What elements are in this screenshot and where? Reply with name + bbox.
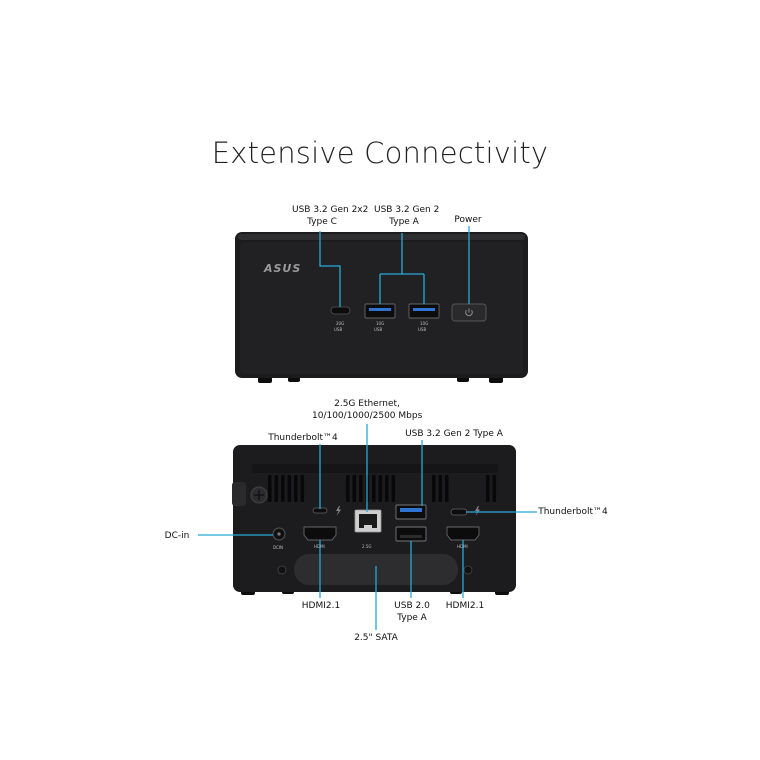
callout-power-line-1: Power bbox=[454, 215, 482, 225]
vent-slot bbox=[385, 475, 389, 502]
front-usb-a-port-1-tongue bbox=[369, 308, 391, 311]
callout-usb-c-line-1: USB 3.2 Gen 2x2 bbox=[292, 205, 369, 215]
callout-thunderbolt-right: Thunderbolt™4 bbox=[538, 506, 608, 518]
front-usb-c-port bbox=[330, 306, 351, 315]
vent-slot bbox=[281, 475, 285, 502]
rear-vents bbox=[268, 475, 497, 502]
thunderbolt-left-icon bbox=[336, 506, 341, 516]
front-usb-a1-label-1: 10G bbox=[376, 321, 384, 326]
callout-hdmi-left-line-1: HDMI2.1 bbox=[301, 601, 341, 611]
ethernet-label: 2.5G bbox=[362, 544, 371, 549]
thunderbolt-right-port bbox=[450, 508, 468, 516]
hdmi-left-port bbox=[303, 526, 337, 541]
rear-cover-screw bbox=[463, 565, 473, 575]
callout-ethernet-line-2: 10/100/1000/2500 Mbps bbox=[312, 411, 423, 421]
vent-slot bbox=[294, 475, 298, 502]
front-top-edge bbox=[238, 234, 525, 240]
front-usb-a2-label-1: 10G bbox=[420, 321, 428, 326]
vent-slot bbox=[378, 475, 383, 502]
vent-slot bbox=[300, 475, 305, 502]
callout-dc-in-line-1: DC-in bbox=[164, 531, 190, 541]
vent-slot bbox=[352, 475, 357, 502]
ethernet-jack bbox=[359, 514, 377, 528]
callout-hdmi-right: HDMI2.1 bbox=[442, 600, 488, 612]
callout-usb-a: USB 3.2 Gen 2 Type A bbox=[374, 204, 440, 228]
power-icon bbox=[465, 308, 473, 317]
asus-logo: ASUS bbox=[263, 262, 301, 275]
dc-in-pin bbox=[277, 532, 281, 536]
callout-power: Power bbox=[448, 214, 488, 226]
thunderbolt-right-icon bbox=[475, 506, 480, 516]
vent-slot bbox=[438, 475, 443, 502]
callout-usb-a-rear: USB 3.2 Gen 2 Type A bbox=[404, 428, 504, 440]
front-usb-c-label-2: USB bbox=[334, 327, 342, 332]
front-usb-a-port-2-tongue bbox=[413, 308, 435, 311]
vent-slot bbox=[486, 475, 490, 502]
callout-usb20: USB 2.0 Type A bbox=[392, 600, 432, 624]
callout-hdmi-right-line-1: HDMI2.1 bbox=[445, 601, 485, 611]
vent-slot bbox=[274, 475, 279, 502]
usb20-tongue bbox=[400, 535, 422, 538]
rear-latch-tab bbox=[232, 482, 246, 506]
usb-a-callout-line bbox=[379, 233, 425, 304]
callout-usb-a-rear-line-1: USB 3.2 Gen 2 Type A bbox=[405, 429, 503, 439]
callout-usb20-line-1: USB 2.0 bbox=[394, 601, 430, 611]
callout-usb-a-line-2: Type A bbox=[389, 217, 419, 227]
callout-hdmi-left: HDMI2.1 bbox=[298, 600, 344, 612]
callout-ethernet-line-1: 2.5G Ethernet, bbox=[334, 399, 400, 409]
front-view: ASUS 20G USB 10G USB 10G USB bbox=[235, 226, 528, 383]
rear-screw-slot bbox=[254, 490, 264, 500]
vent-slot bbox=[359, 475, 363, 502]
callout-usb-c-line-2: Type C bbox=[307, 217, 337, 227]
page-title: Extensive Connectivity bbox=[211, 136, 549, 170]
rear-cover-screw bbox=[277, 565, 287, 575]
vent-slot bbox=[346, 475, 350, 502]
callout-sata: 2.5" SATA bbox=[346, 632, 406, 644]
vent-slot bbox=[372, 475, 376, 502]
vent-slot bbox=[391, 475, 396, 502]
callout-dc-in: DC-in bbox=[160, 530, 194, 542]
rear-callout-lines bbox=[198, 424, 537, 630]
vent-slot bbox=[432, 475, 436, 502]
ethernet-latch bbox=[364, 525, 372, 530]
dc-in-label: DCIN bbox=[273, 545, 283, 550]
front-callout-lines bbox=[319, 226, 470, 307]
front-usb-a2-label-2: USB bbox=[418, 327, 426, 332]
callout-thunderbolt-left-line-1: Thunderbolt™4 bbox=[268, 433, 338, 443]
front-usb-a1-label-2: USB bbox=[374, 327, 382, 332]
callout-usb20-line-2: Type A bbox=[397, 613, 427, 623]
vent-slot bbox=[287, 475, 292, 502]
callout-sata-line-1: 2.5" SATA bbox=[354, 633, 398, 643]
hdmi-right-port bbox=[446, 526, 480, 541]
callout-usb-c: USB 3.2 Gen 2x2 Type C bbox=[292, 204, 369, 228]
vent-slot bbox=[445, 475, 449, 502]
usb-c-callout-line bbox=[319, 231, 341, 307]
front-usb-c-label-1: 20G bbox=[336, 321, 344, 326]
callout-thunderbolt-right-line-1: Thunderbolt™4 bbox=[538, 507, 608, 517]
rear-top-lip bbox=[252, 464, 498, 473]
rear-view: DCIN HDMI 2.5G HDMI bbox=[198, 424, 537, 630]
vent-slot bbox=[268, 475, 272, 502]
rear-usb-a-tongue bbox=[400, 508, 422, 512]
usb20-port bbox=[395, 526, 427, 542]
vent-slot bbox=[492, 475, 497, 502]
callout-usb-a-line-1: USB 3.2 Gen 2 bbox=[374, 205, 440, 215]
callout-ethernet: 2.5G Ethernet, 10/100/1000/2500 Mbps bbox=[312, 398, 422, 422]
callout-thunderbolt-left: Thunderbolt™4 bbox=[268, 432, 338, 444]
